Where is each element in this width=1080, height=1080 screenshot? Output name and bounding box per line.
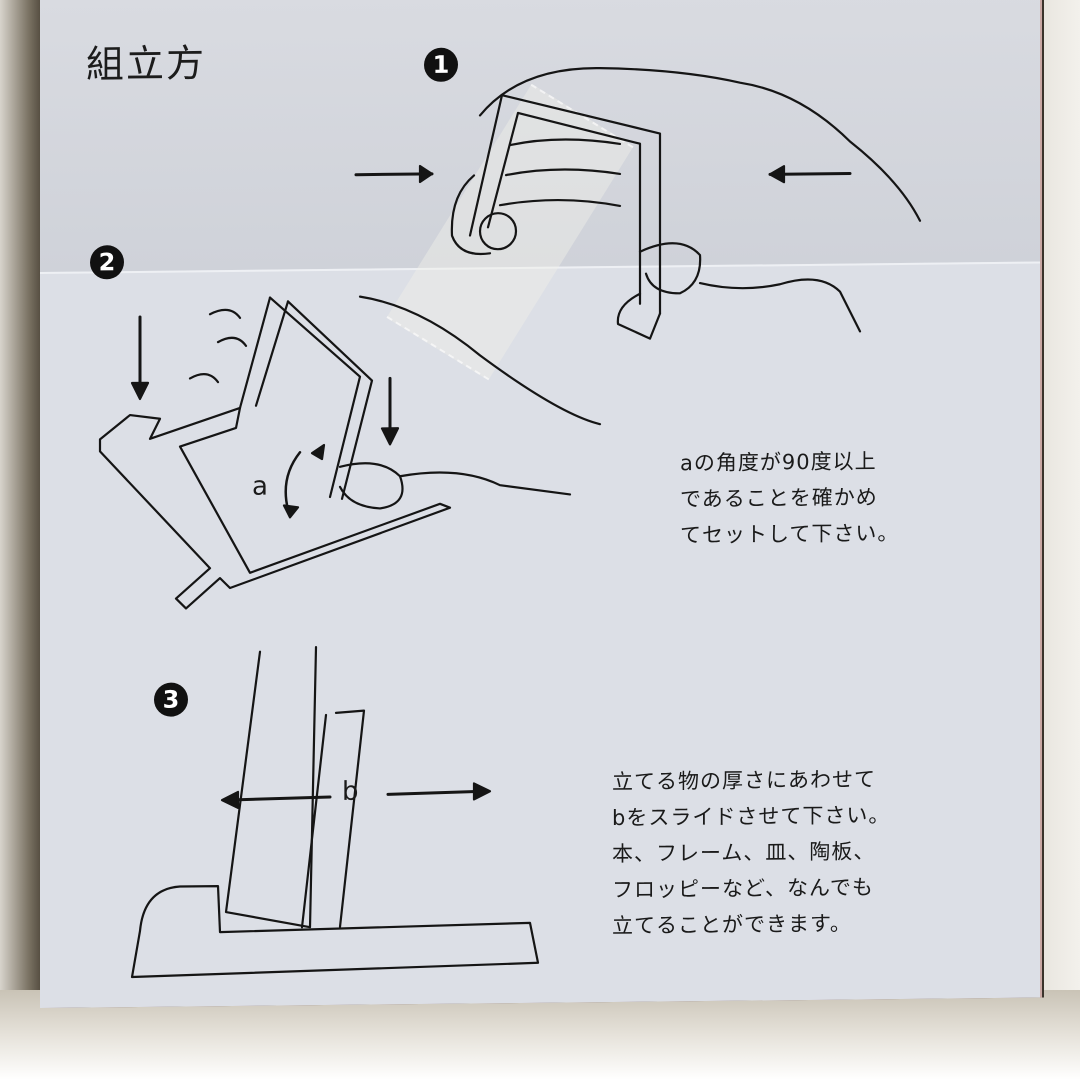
angle-a-label: a	[252, 471, 268, 502]
assembly-diagrams	[98, 67, 922, 979]
step-3-note: 立てる物の厚さにあわせて bをスライドさせて下さい。 本、フレーム、皿、陶板、 …	[612, 767, 891, 939]
slide-b-label: b	[342, 776, 359, 807]
step-1-illustration	[354, 67, 922, 340]
step-2-illustration	[98, 295, 602, 610]
step-2-note: aの角度が90度以上 であることを確かめ てセットして下さい。	[680, 449, 900, 548]
step-3-illustration	[130, 646, 540, 979]
instruction-card: 組立方 1 2 3	[40, 0, 1040, 1008]
